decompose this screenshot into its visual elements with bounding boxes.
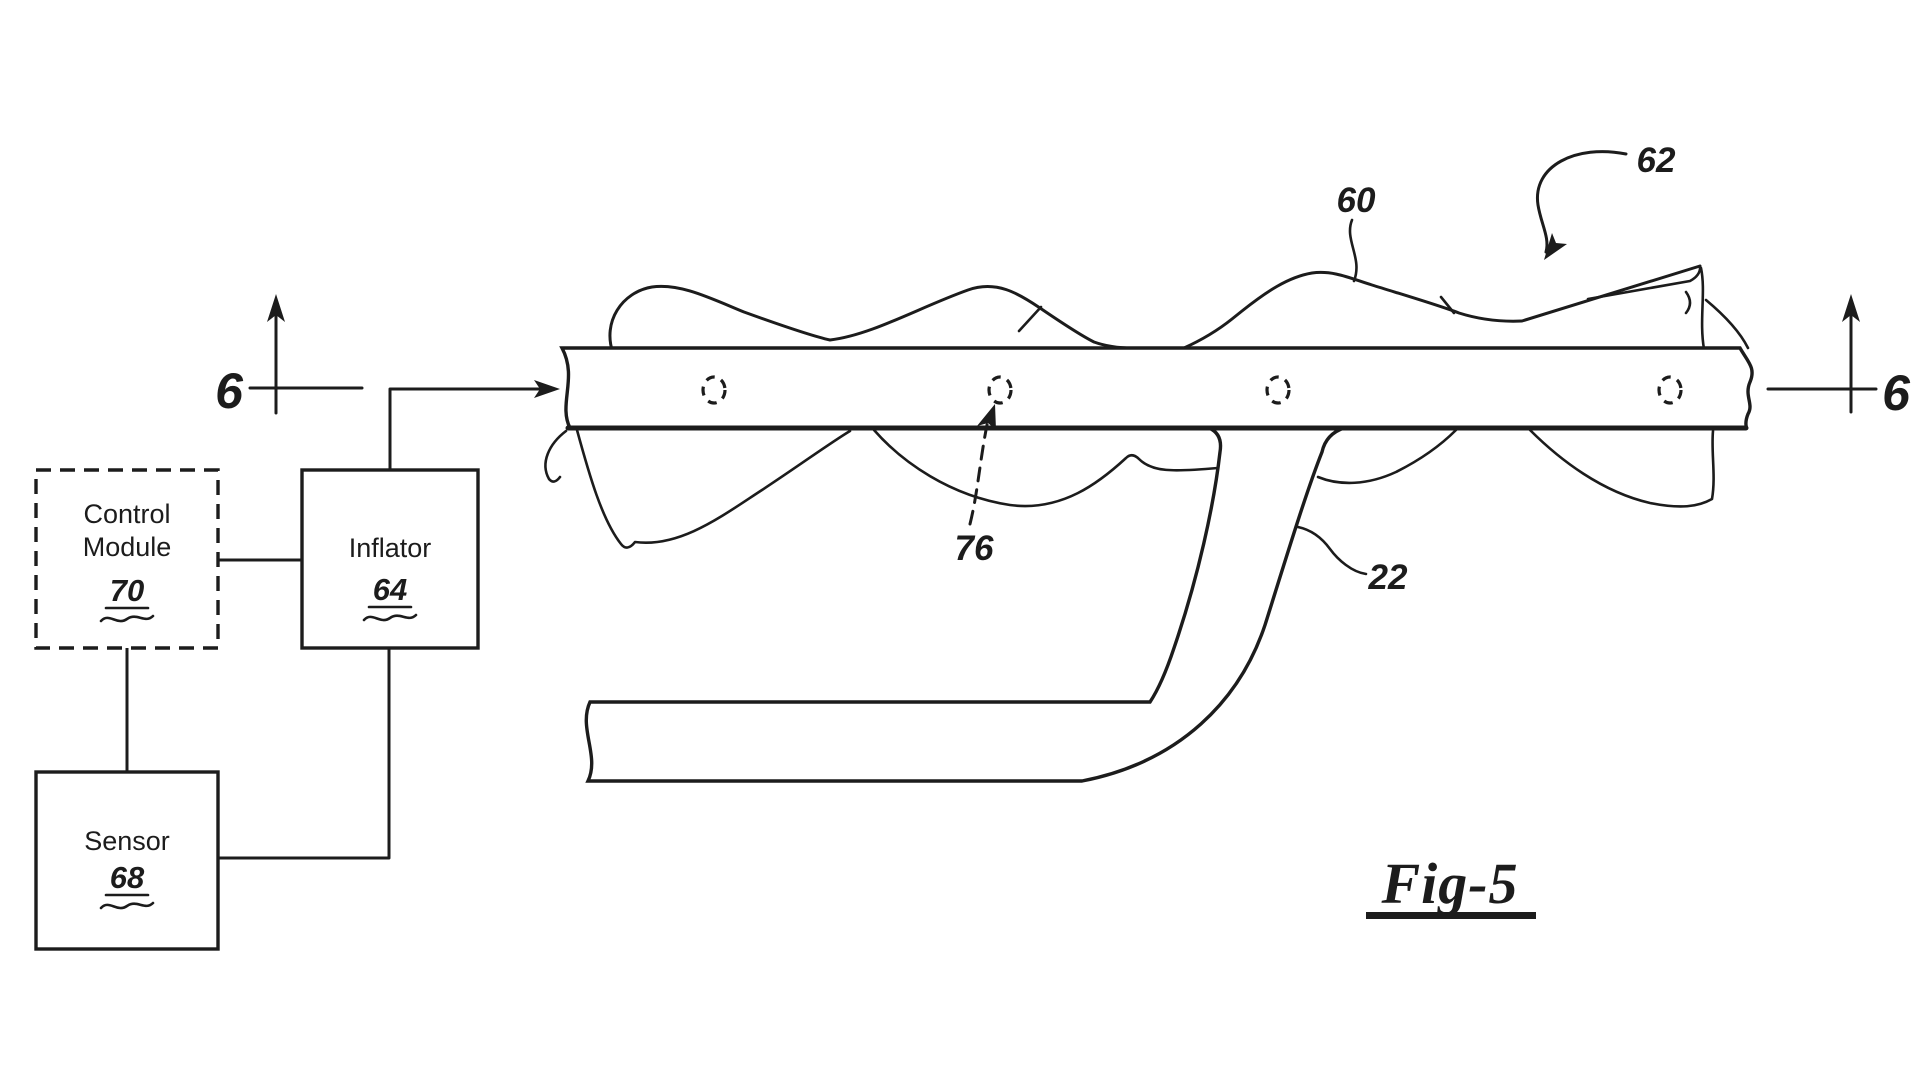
section-marker-left: 6 <box>215 294 364 419</box>
control-module-label-line1: Control <box>83 499 170 529</box>
airbag-lower-folds <box>544 428 1715 549</box>
cloth-fold-lower-left <box>575 428 852 549</box>
cloth-fold-right-of-pillar <box>1316 428 1458 485</box>
ref-label-62: 62 <box>1637 141 1676 180</box>
rail-hole-3 <box>1265 375 1291 405</box>
ref-70-squiggle <box>99 614 155 623</box>
flap-to-rail-edge <box>1704 298 1750 350</box>
section-marker-right: 6 <box>1766 294 1911 421</box>
cloth-fold-lower-middle <box>872 428 1220 508</box>
flap-vertical-edge <box>1699 266 1706 351</box>
rail-hole-1 <box>701 375 727 405</box>
inflator-arrowhead <box>534 380 560 398</box>
inflator-label: Inflator <box>349 533 432 563</box>
section-arrowhead-left <box>267 294 285 322</box>
inflator-ref-64: 64 <box>373 572 407 607</box>
control-module-ref-70: 70 <box>110 573 144 608</box>
sensor-ref-68: 68 <box>110 860 145 895</box>
mounting-rail <box>559 346 1754 431</box>
cloth-fold-lower-right <box>1528 428 1715 508</box>
arrowhead-62 <box>1544 233 1567 260</box>
rail-hole-4 <box>1657 375 1683 405</box>
leader-60 <box>1348 218 1358 283</box>
ref-68-squiggle <box>99 901 155 910</box>
rail-body <box>559 346 1754 430</box>
leader-22 <box>1296 525 1368 576</box>
connector-inflator-rail <box>388 387 542 472</box>
figure-caption-text: Fig-5 <box>1380 851 1518 916</box>
section-label-left: 6 <box>215 363 244 419</box>
connector-sensor-inflator <box>216 647 391 860</box>
figure-caption: Fig-5 <box>1366 851 1536 919</box>
airbag-upper-folds <box>608 264 1750 355</box>
pillar-outline <box>584 426 1345 783</box>
arrowhead-76 <box>977 404 996 430</box>
figure-caption-underline <box>1366 912 1536 919</box>
sensor-box <box>34 770 220 951</box>
ref-label-60: 60 <box>1337 181 1376 220</box>
cloth-wisp-left <box>544 429 568 483</box>
airbag-upper-outline <box>608 264 1702 355</box>
ref-label-76: 76 <box>955 529 994 568</box>
section-label-right: 6 <box>1882 365 1911 421</box>
control-module-label-line2: Module <box>83 532 172 562</box>
block-diagram: Control Module 70 Inflator 64 Sensor 68 <box>34 380 560 951</box>
dashed-leader-76 <box>968 418 990 526</box>
reference-callouts: 60 62 76 22 <box>955 141 1676 597</box>
section-arrowhead-right <box>1842 294 1860 322</box>
pillar-structure <box>584 426 1345 783</box>
ref-64-squiggle <box>362 613 418 622</box>
cloth-notch-flick <box>1439 295 1456 315</box>
flap-curl <box>1684 290 1692 315</box>
cloth-crease-mark <box>1017 305 1043 333</box>
rail-hole-2 <box>987 375 1013 405</box>
sensor-label: Sensor <box>84 826 170 856</box>
ref-label-22: 22 <box>1368 558 1408 597</box>
leader-arrow-62 <box>1536 150 1628 254</box>
